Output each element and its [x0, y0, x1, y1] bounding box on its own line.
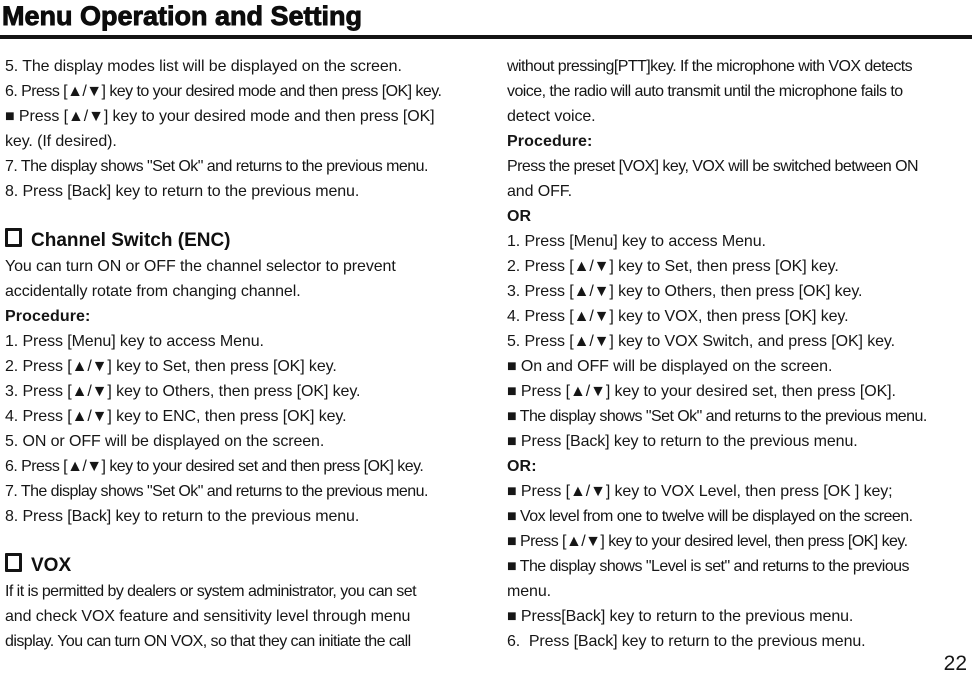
text-line: ■ Vox level from one to twelve will be d…: [507, 508, 913, 525]
two-column-body: 5. The display modes list will be displa…: [0, 39, 972, 654]
section-gap: [5, 529, 469, 552]
text-line: 3. Press [▲/▼] key to Others, then press…: [5, 383, 361, 400]
section-heading-label: VOX: [31, 555, 72, 576]
text-line: and OFF.: [507, 183, 573, 200]
text-line: 5. ON or OFF will be displayed on the sc…: [5, 433, 325, 450]
text-line: OR:: [507, 458, 537, 475]
text-line: accidentally rotate from changing channe…: [5, 283, 301, 300]
text-line: and check VOX feature and sensitivity le…: [5, 608, 411, 625]
title-divider-rule: [0, 35, 972, 39]
text-line: 1. Press [Menu] key to access Menu.: [5, 333, 264, 350]
text-line: 6. Press [▲/▼] key to your desired mode …: [5, 83, 442, 100]
text-line: 2. Press [▲/▼] key to Set, then press [O…: [5, 358, 337, 375]
text-line: You can turn ON or OFF the channel selec…: [5, 258, 396, 275]
text-line: ■ On and OFF will be displayed on the sc…: [507, 358, 833, 375]
text-line: ■ Press [▲/▼] key to your desired set, t…: [507, 383, 896, 400]
section-gap: [5, 204, 469, 227]
text-line: 7. The display shows "Set Ok" and return…: [5, 483, 428, 500]
text-line: ■ Press[Back] key to return to the previ…: [507, 608, 854, 625]
text-line: ■ The display shows "Set Ok" and returns…: [507, 408, 927, 425]
text-line: 1. Press [Menu] key to access Menu.: [507, 233, 766, 250]
text-line: 5. Press [▲/▼] key to VOX Switch, and pr…: [507, 333, 895, 350]
text-line: 4. Press [▲/▼] key to ENC, then press [O…: [5, 408, 347, 425]
text-line: OR: [507, 208, 532, 225]
text-line: ■ Press [▲/▼] key to your desired level,…: [507, 533, 908, 550]
section-heading: Channel Switch (ENC): [5, 227, 469, 254]
left-column: 5. The display modes list will be displa…: [5, 54, 469, 654]
text-line: Press the preset [VOX] key, VOX will be …: [507, 158, 919, 175]
text-line: 8. Press [Back] key to return to the pre…: [5, 183, 360, 200]
text-line: 8. Press [Back] key to return to the pre…: [5, 508, 360, 525]
text-line: voice, the radio will auto transmit unti…: [507, 83, 903, 100]
text-line: 2. Press [▲/▼] key to Set, then press [O…: [507, 258, 839, 275]
page-title: Menu Operation and Setting: [2, 1, 363, 32]
text-line: 4. Press [▲/▼] key to VOX, then press [O…: [507, 308, 849, 325]
text-line: If it is permitted by dealers or system …: [5, 583, 417, 600]
text-line: ■ Press [▲/▼] key to your desired mode a…: [5, 108, 435, 125]
right-column: without pressing[PTT]key. If the microph…: [507, 54, 967, 654]
text-line: key. (If desired).: [5, 133, 117, 150]
text-line: without pressing[PTT]key. If the microph…: [507, 58, 913, 75]
text-line: ■ The display shows "Level is set" and r…: [507, 558, 910, 575]
text-line: ■ Press [▲/▼] key to VOX Level, then pre…: [507, 483, 893, 500]
square-section-icon: [5, 553, 22, 572]
section-heading: VOX: [5, 552, 469, 579]
text-line: 7. The display shows "Set Ok" and return…: [5, 158, 428, 175]
section-heading-label: Channel Switch (ENC): [31, 230, 231, 251]
text-line: display. You can turn ON VOX, so that th…: [5, 633, 411, 650]
text-line: Procedure:: [5, 308, 91, 325]
text-line: 3. Press [▲/▼] key to Others, then press…: [507, 283, 863, 300]
text-line: menu.: [507, 583, 551, 600]
square-section-icon: [5, 228, 22, 247]
text-line: 6. Press [▲/▼] key to your desired set a…: [5, 458, 424, 475]
text-line: 5. The display modes list will be displa…: [5, 58, 402, 75]
text-line: 6. Press [Back] key to return to the pre…: [507, 633, 866, 650]
text-line: detect voice.: [507, 108, 596, 125]
text-line: Procedure:: [507, 133, 593, 150]
text-line: ■ Press [Back] key to return to the prev…: [507, 433, 858, 450]
page-number: 22: [943, 652, 967, 675]
